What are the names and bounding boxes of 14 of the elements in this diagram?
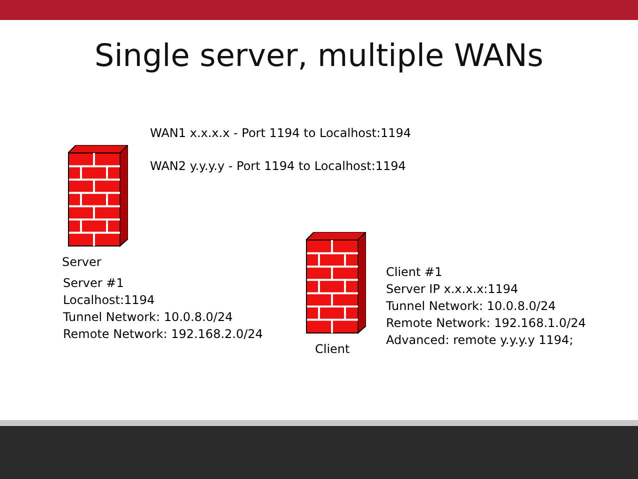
port-forward-note: WAN1 x.x.x.x - Port 1194 to Localhost:1194	[150, 125, 412, 142]
config-line: Remote Network: 192.168.1.0/24	[386, 315, 586, 332]
config-line: Client #1	[386, 264, 442, 281]
config-line: Tunnel Network: 10.0.8.0/24	[63, 309, 233, 326]
port-forward-note: WAN2 y.y.y.y - Port 1194 to Localhost:1194	[150, 158, 406, 175]
config-line: Localhost:1194	[63, 292, 155, 309]
config-line: Remote Network: 192.168.2.0/24	[63, 326, 263, 343]
config-line: Server IP x.x.x.x:1194	[386, 281, 518, 298]
config-line: Tunnel Network: 10.0.8.0/24	[386, 298, 556, 315]
slide-title: Single server, multiple WANs	[94, 38, 544, 74]
node-label: Client	[315, 341, 350, 358]
config-line: Advanced: remote y.y.y.y 1194;	[386, 332, 574, 349]
config-line: Server #1	[63, 275, 124, 292]
node-label: Server	[62, 254, 102, 271]
